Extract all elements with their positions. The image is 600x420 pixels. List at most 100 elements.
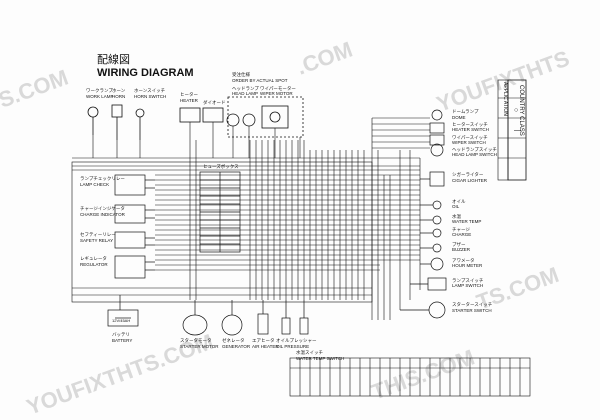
watermark-text: THIS.COM	[368, 344, 478, 404]
oil-pressure-label-jp: オイルプレッシャー	[276, 338, 317, 344]
hour-meter-label: HOUR METER	[452, 263, 483, 268]
wiper-switch-label: WIPER SWITCH	[452, 140, 486, 145]
head-lamp-switch-label-jp: ヘッドランプスイッチ	[452, 147, 497, 153]
right-components	[400, 109, 447, 319]
starter-switch-icon	[428, 301, 446, 319]
wiper-switch-icon	[429, 134, 445, 146]
battery-spec: 12V/45AH	[112, 318, 130, 323]
work-lamp-label: WORK LAMP	[86, 94, 114, 99]
horn-switch-label-jp: ホーンスイッチ	[134, 88, 166, 94]
air-heater-icon	[257, 313, 269, 335]
horn-label: HORN	[112, 94, 125, 99]
charge-label-jp: チャージ	[452, 227, 470, 233]
hour-meter-label-jp: アワメータ	[452, 257, 475, 264]
starter-motor-icon	[182, 314, 208, 336]
horn-icon	[111, 104, 123, 118]
starter-switch-label: STARTER SWITCH	[452, 308, 492, 313]
head-lamp-switch-icon	[430, 143, 444, 157]
watermark-text: .COM	[293, 37, 356, 80]
lamp-check-relay	[114, 174, 146, 196]
lamp-switch-icon	[427, 277, 447, 291]
top-labels: ワークランプ WORK LAMP ホーン HORN ホーンスイッチ HORN S…	[86, 71, 296, 106]
lamp-switch-label-jp: ランプスイッチ	[452, 278, 484, 284]
charge-indicator-label: CHARGE INDICATOR	[80, 212, 126, 217]
generator-icon	[221, 314, 243, 336]
left-components	[114, 174, 155, 279]
generator-label-jp: ゼネレータ	[222, 337, 245, 344]
right-labels: ドームランプ DOME ヒータースイッチ HEATER SWITCH ワイパース…	[452, 109, 497, 313]
heater-icon	[179, 107, 201, 123]
starter-motor-label-jp: スタータモータ	[180, 337, 212, 344]
charge-indicator-relay	[114, 204, 146, 224]
oil-pressure-icon	[281, 317, 291, 335]
buzzer-icon	[432, 243, 442, 253]
safety-relay-label: SAFETY RELAY	[80, 238, 113, 243]
heater-switch-label-jp: ヒータースイッチ	[452, 121, 488, 128]
head-lamp-icon	[226, 113, 240, 127]
wiper-switch-label-jp: ワイパースイッチ	[452, 135, 488, 141]
heater-label-jp: ヒーター	[180, 91, 198, 98]
bottom-components	[107, 295, 309, 336]
buzzer-label: BUZZER	[452, 247, 471, 252]
oil-label: OIL	[452, 204, 460, 209]
wire-color-table	[289, 357, 531, 397]
battery-label-jp: バッテリ	[112, 332, 130, 338]
wiring-harness	[71, 117, 430, 320]
wiper-motor-label: WIPER MOTOR	[260, 91, 293, 96]
dome-label: DOME	[452, 115, 466, 120]
lamp-check-label-jp: ランプチェックリレー	[80, 176, 125, 182]
country-legend: COUNTRY CLASS APPLIC ATION ○ —	[497, 79, 527, 181]
charge-label: CHARGE	[452, 232, 471, 237]
page-title: WIRING DIAGRAM	[97, 67, 194, 79]
fuse-box-label-jp: ヒューズボックス	[203, 163, 239, 170]
horn-switch-label: HORN SWITCH	[134, 94, 166, 99]
buzzer-label-jp: ブザー	[452, 241, 466, 248]
starter-switch-label-jp: スタータースイッチ	[452, 301, 493, 308]
water-temp-switch-icon	[299, 317, 309, 335]
top-components	[87, 96, 304, 140]
horn-label-jp: ホーン	[112, 88, 126, 94]
battery-icon	[107, 309, 139, 327]
water-temp-lamp-icon	[432, 215, 442, 225]
head-lamp-label: HEAD LAMP	[232, 91, 258, 96]
starter-motor-label: STARTER MOTOR	[180, 344, 219, 349]
cigar-lighter-icon	[429, 171, 445, 187]
horn-switch-icon	[135, 108, 145, 118]
oil-pressure-label: OIL PRESSURE	[276, 344, 309, 349]
lamp-check-label: LAMP CHECK	[80, 182, 109, 187]
regulator-label: REGULATOR	[80, 262, 108, 267]
title-japanese: 配線図	[97, 52, 130, 66]
diode-icon	[202, 107, 224, 123]
water-temp-label-jp: 水温	[452, 213, 461, 220]
charge-lamp-icon	[432, 228, 442, 238]
water-temp-label: WATER TEMP	[452, 219, 481, 224]
safety-relay-label-jp: セフティーリレー	[80, 232, 116, 238]
charge-indicator-label-jp: チャージインジケータ	[80, 205, 125, 212]
dome-label-jp: ドームランプ	[452, 109, 479, 115]
water-temp-switch-label-jp: 水温スイッチ	[296, 349, 323, 356]
fuse-box	[199, 171, 241, 253]
heater-switch-label: HEATER SWITCH	[452, 127, 489, 132]
regulator	[114, 255, 146, 279]
cigar-lighter-label-jp: シガーライター	[452, 171, 484, 178]
air-heater-label: AIR HEATER	[252, 344, 279, 349]
oil-lamp-icon	[432, 200, 442, 210]
left-labels: ランプチェックリレー LAMP CHECK チャージインジケータ CHARGE …	[80, 176, 126, 267]
generator-label: GENERATOR	[222, 344, 251, 349]
legend-sub: APPLIC ATION	[502, 82, 508, 116]
head-lamp-icon	[242, 113, 256, 127]
diode-label-jp: ダイオード	[203, 99, 226, 106]
battery-label: BATTERY	[112, 338, 132, 343]
heater-label: HEATER	[180, 98, 199, 103]
hour-meter-icon	[430, 257, 444, 271]
legend-mark: ○	[514, 107, 518, 114]
safety-relay	[114, 231, 146, 249]
air-heater-label-jp: エアヒータ	[252, 337, 275, 344]
heater-switch-icon	[429, 122, 445, 134]
watermark-text: S.COM	[0, 65, 71, 113]
legend-header: COUNTRY CLASS	[518, 85, 524, 136]
head-lamp-label-jp: ヘッドランプ	[232, 86, 259, 92]
regulator-label-jp: レギュレータ	[80, 255, 107, 262]
